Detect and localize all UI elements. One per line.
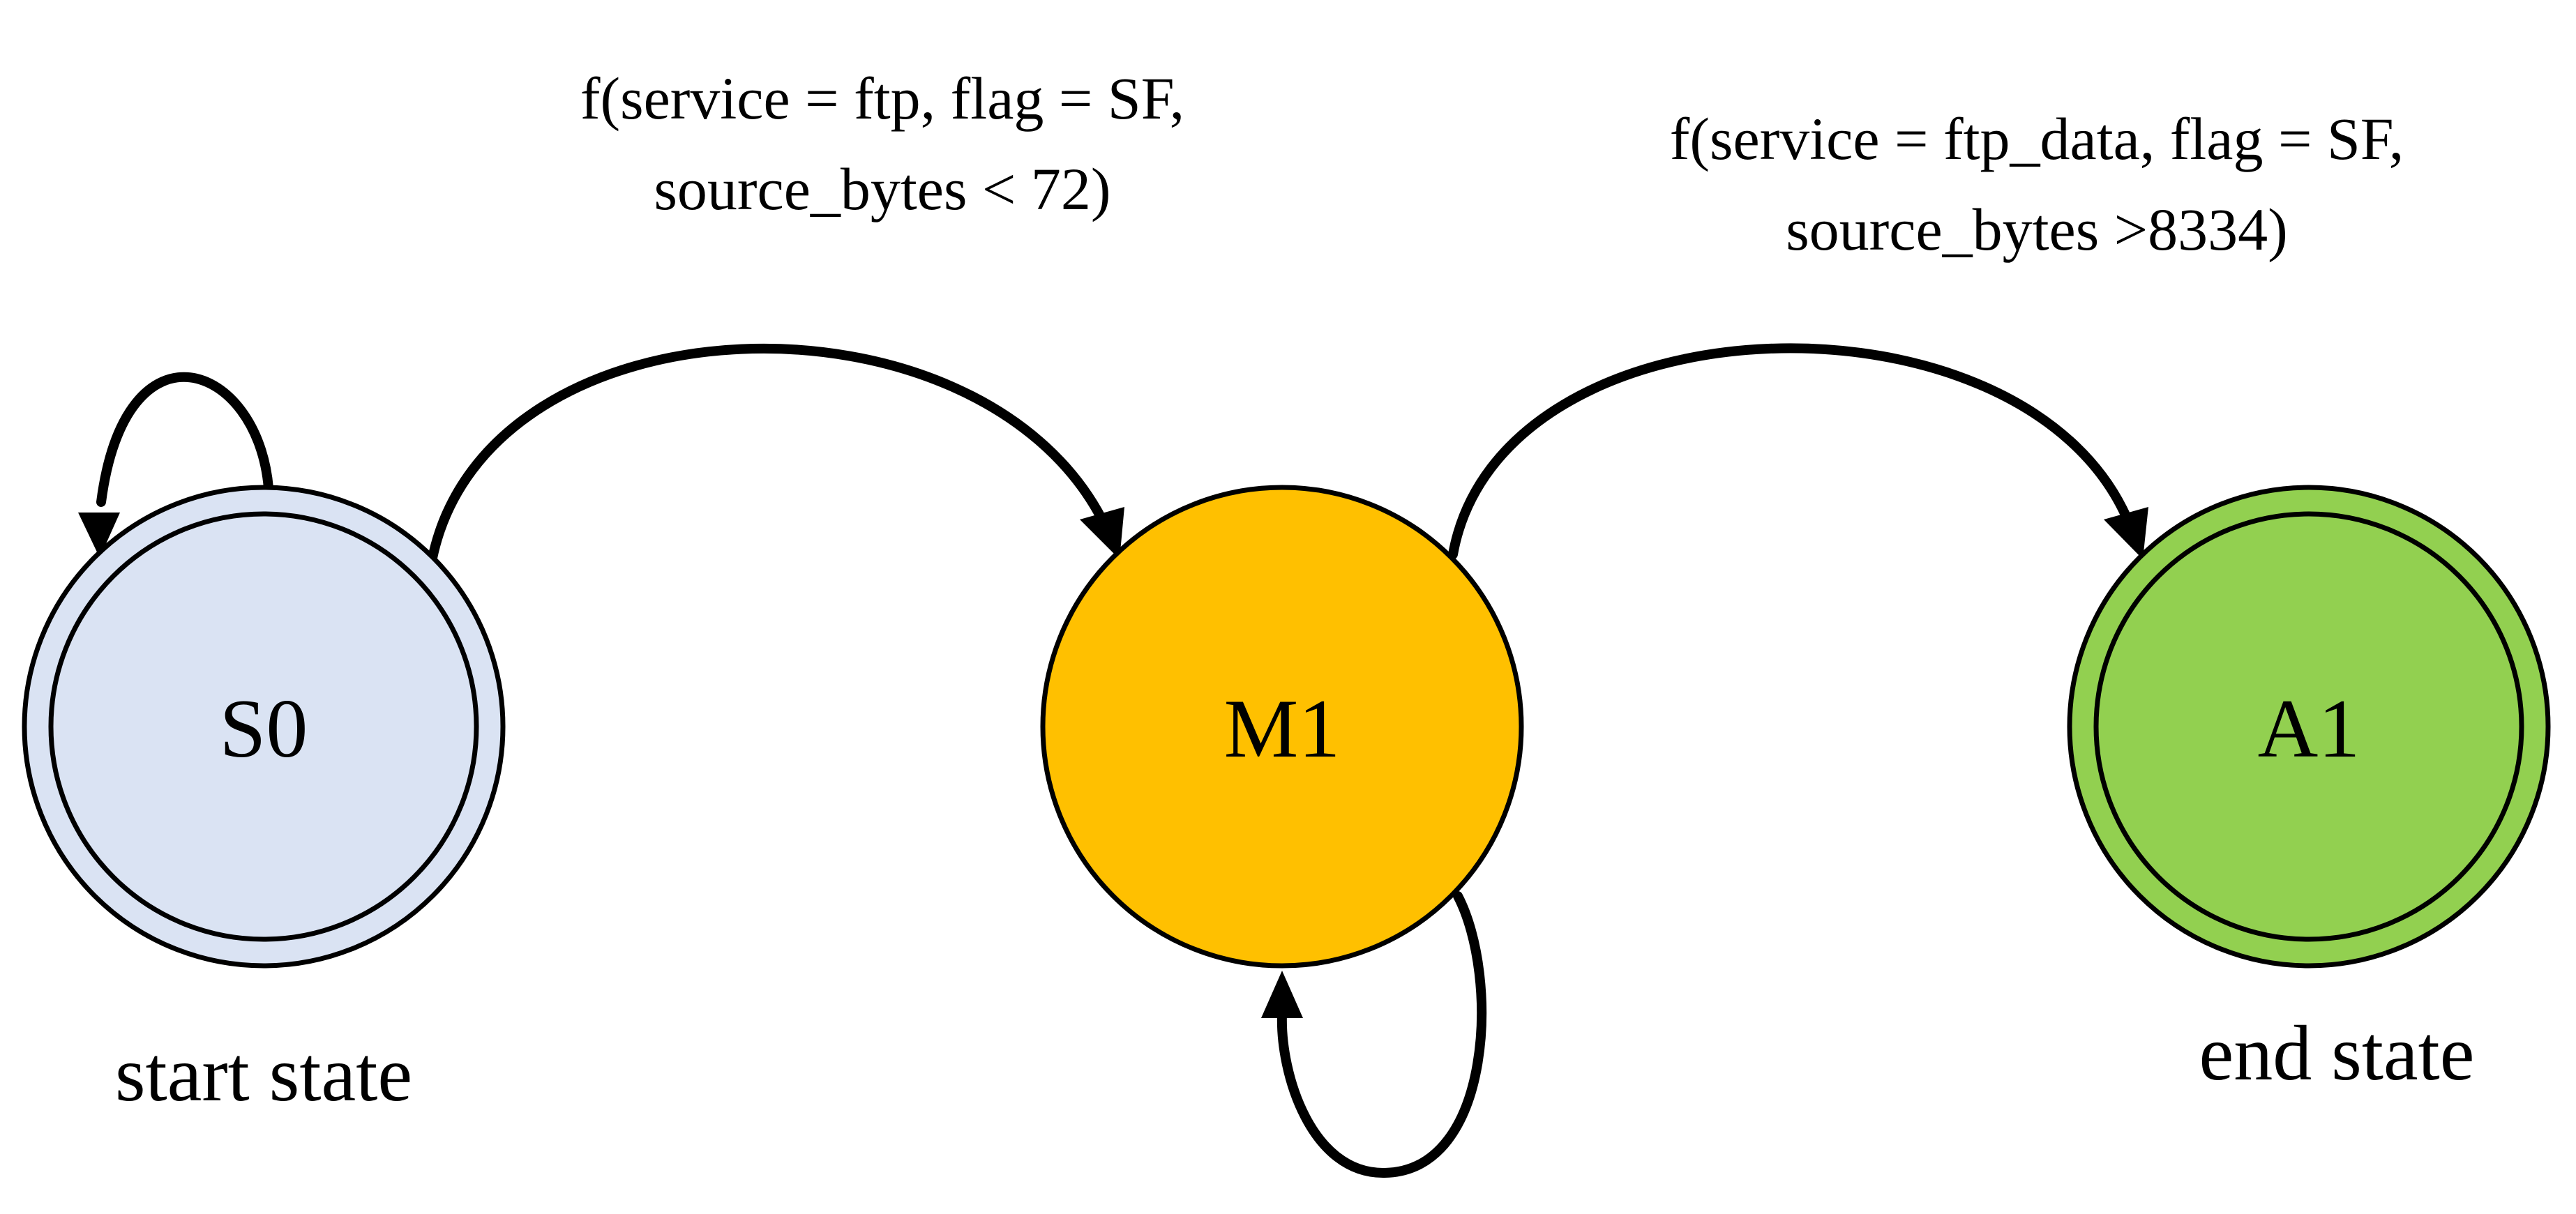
transition-label-s0-m1: f(service = ftp, flag = SF, source_bytes…	[580, 65, 1184, 222]
transition-m1-a1-path	[1448, 343, 2132, 559]
state-a1-inner-ring	[2093, 511, 2524, 942]
self-loop-m1	[1261, 891, 1487, 1178]
transition-s0-m1	[428, 344, 1124, 563]
state-a1-label: A1	[2258, 682, 2360, 775]
transition-s0-m1-arrowhead	[1080, 507, 1124, 559]
state-m1-circle	[1040, 485, 1524, 969]
transition-m1-a1	[1448, 343, 2148, 559]
transition-label-s0-m1-line1: f(service = ftp, flag = SF,	[580, 65, 1184, 132]
transition-label-m1-a1-line2: source_bytes >8334)	[1786, 196, 2288, 263]
self-loop-m1-arrowhead	[1261, 971, 1303, 1018]
self-loop-s0-path	[96, 372, 273, 507]
transition-label-s0-m1-line2: source_bytes < 72)	[654, 155, 1110, 222]
self-loop-m1-path	[1276, 891, 1487, 1178]
transition-m1-a1-arrowhead	[2104, 507, 2148, 559]
state-s0-caption: start state	[115, 1031, 412, 1118]
state-s0: S0	[22, 485, 506, 969]
self-loop-s0	[78, 372, 273, 558]
state-m1-label: M1	[1224, 682, 1341, 775]
state-m1: M1	[1040, 485, 1524, 969]
state-a1: A1	[2067, 485, 2551, 969]
state-s0-inner-ring	[48, 511, 479, 942]
transition-label-m1-a1-line1: f(service = ftp_data, flag = SF,	[1670, 105, 2404, 172]
state-a1-caption: end state	[2199, 1010, 2475, 1097]
transition-label-m1-a1: f(service = ftp_data, flag = SF, source_…	[1670, 105, 2404, 263]
transition-s0-m1-path	[428, 344, 1107, 563]
self-loop-s0-arrowhead	[78, 513, 120, 558]
state-s0-label: S0	[220, 682, 308, 775]
